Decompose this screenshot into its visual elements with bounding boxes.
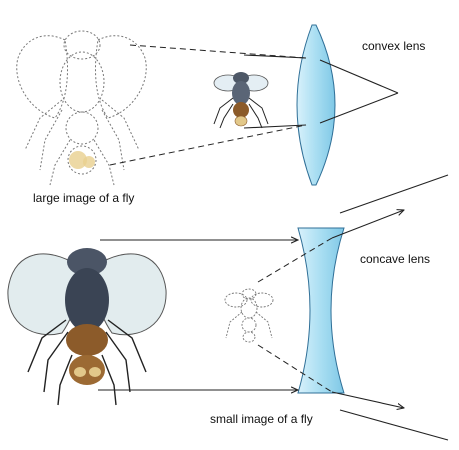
convex-lens bbox=[296, 24, 336, 186]
convex-virtual-rays bbox=[109, 44, 307, 166]
convex-lens-label: convex lens bbox=[362, 39, 425, 53]
large-fly-object bbox=[7, 248, 167, 406]
concave-incoming-rays bbox=[98, 240, 298, 390]
large-image-label: large image of a fly bbox=[33, 191, 134, 205]
small-fly-image bbox=[224, 288, 274, 343]
convex-lens-section: convex lens large image of a fly bbox=[16, 24, 425, 205]
small-fly-object bbox=[213, 72, 269, 129]
concave-lens-section: concave lens small image of a fly bbox=[7, 174, 449, 441]
large-fly-abdomen-shade bbox=[69, 151, 87, 169]
concave-virtual-rays bbox=[257, 237, 333, 393]
concave-lens bbox=[297, 227, 345, 394]
convex-real-rays bbox=[243, 54, 399, 129]
concave-lens-label: concave lens bbox=[360, 252, 430, 266]
concave-diverging-rays bbox=[331, 174, 449, 441]
large-fly-image bbox=[16, 30, 147, 186]
small-image-label: small image of a fly bbox=[210, 412, 313, 426]
